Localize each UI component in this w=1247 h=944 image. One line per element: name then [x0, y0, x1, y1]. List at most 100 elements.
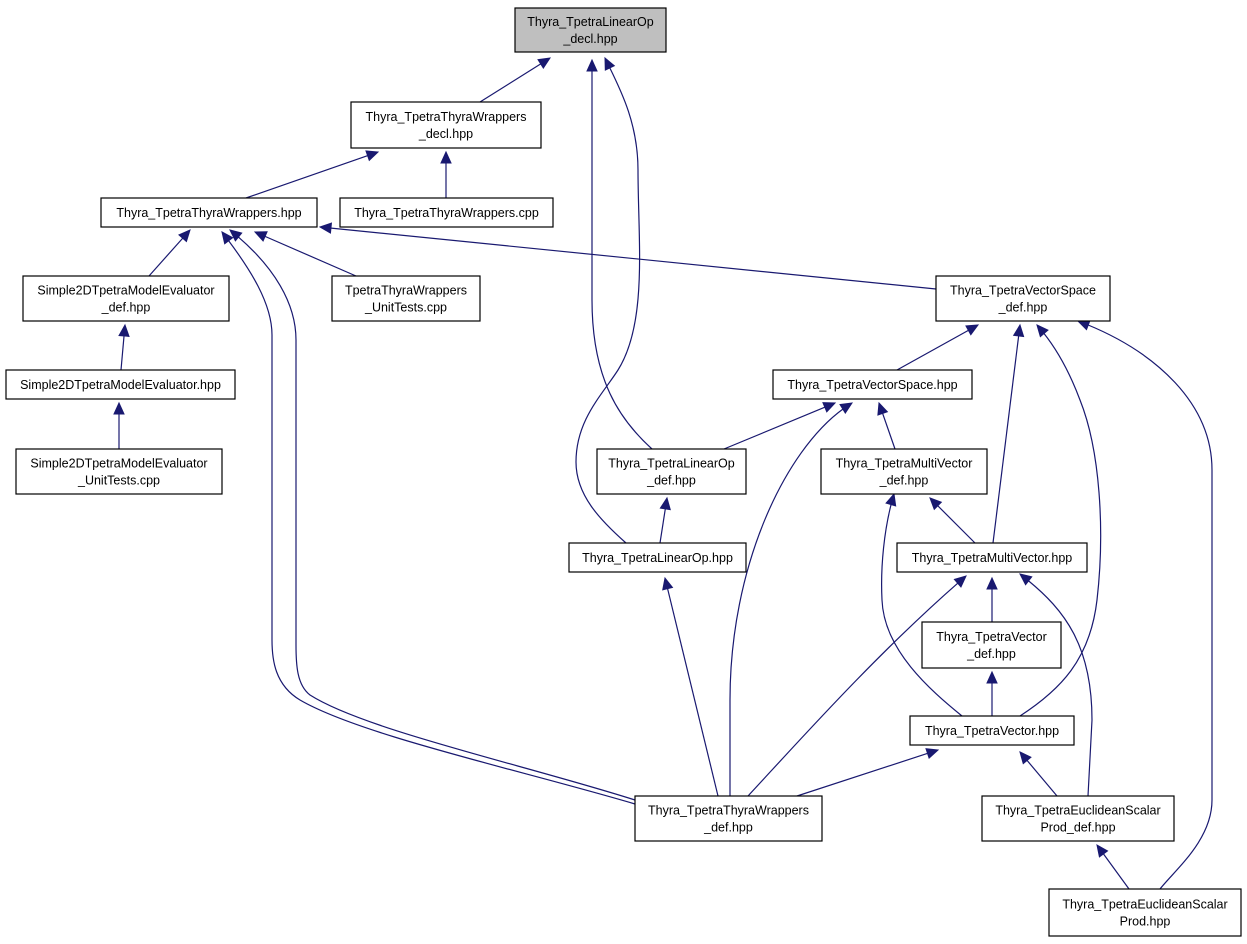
- node-linop-def[interactable]: Thyra_TpetraLinearOp _def.hpp: [596, 448, 747, 495]
- edge-line: [591, 60, 653, 450]
- edges-layer: [113, 56, 1213, 890]
- node-box[interactable]: [981, 795, 1175, 842]
- node-label: _def.hpp: [998, 301, 1048, 315]
- node-wrappers-unittests[interactable]: TpetraThyraWrappers_UnitTests.cpp: [331, 275, 481, 322]
- edge-simple2d_unittests-to-simple2d_hpp: [113, 401, 125, 449]
- arrowhead-icon: [986, 576, 998, 590]
- node-label: Thyra_TpetraThyraWrappers: [648, 804, 809, 818]
- edge-simple2d_def-to-wrappers_hpp: [148, 229, 191, 277]
- node-box[interactable]: [350, 101, 542, 149]
- arrowhead-icon: [885, 492, 897, 507]
- node-label: Thyra_TpetraEuclideanScalar: [1062, 898, 1227, 912]
- node-simple2d-unittests[interactable]: Simple2DTpetraModelEvaluator_UnitTests.c…: [15, 448, 223, 495]
- arrowhead-icon: [1019, 751, 1032, 765]
- edge-line: [664, 577, 719, 797]
- arrowhead-icon: [965, 324, 980, 336]
- edge-wrappers_unittests-to-wrappers_hpp: [253, 231, 357, 277]
- node-label: _def.hpp: [646, 474, 696, 488]
- arrowhead-icon: [662, 576, 674, 591]
- edge-multivector_def-to-vectorspace_hpp: [877, 401, 896, 450]
- node-box[interactable]: [22, 275, 230, 322]
- node-label: _def.hpp: [966, 647, 1016, 661]
- node-box[interactable]: [15, 448, 223, 495]
- node-box[interactable]: [896, 542, 1088, 573]
- arrowhead-icon: [178, 229, 191, 243]
- arrowhead-icon: [113, 401, 125, 415]
- node-simple2d-def[interactable]: Simple2DTpetraModelEvaluator _def.hpp: [22, 275, 230, 322]
- node-wrappers-def[interactable]: Thyra_TpetraThyraWrappers _def.hpp: [634, 795, 823, 842]
- edge-euclid_def-to-multivector_hpp: [1019, 573, 1093, 797]
- node-label: _def.hpp: [703, 821, 753, 835]
- node-linop-decl[interactable]: Thyra_TpetraLinearOp_decl.hpp: [514, 7, 667, 53]
- arrowhead-icon: [440, 150, 452, 164]
- node-label: Thyra_TpetraLinearOp: [608, 457, 735, 471]
- arrowhead-icon: [604, 56, 616, 71]
- arrowhead-icon: [1096, 844, 1109, 858]
- node-vectorspace-hpp[interactable]: Thyra_TpetraVectorSpace.hpp: [772, 369, 973, 400]
- node-box[interactable]: [921, 621, 1062, 669]
- node-box[interactable]: [772, 369, 973, 400]
- node-multivector-def[interactable]: Thyra_TpetraMultiVector_def.hpp: [820, 448, 988, 495]
- edge-linop_def-to-linop_decl: [586, 58, 653, 450]
- arrowhead-icon: [659, 496, 671, 511]
- edge-line: [881, 493, 963, 717]
- node-box[interactable]: [596, 448, 747, 495]
- arrowhead-icon: [118, 323, 130, 337]
- node-wrappers-cpp[interactable]: Thyra_TpetraThyraWrappers.cpp: [339, 197, 554, 228]
- node-simple2d-hpp[interactable]: Simple2DTpetraModelEvaluator.hpp: [5, 369, 236, 400]
- node-box[interactable]: [820, 448, 988, 495]
- edge-wrappers_hpp-to-wrappers_decl: [245, 150, 380, 199]
- edge-line: [1019, 573, 1093, 797]
- node-linop-hpp[interactable]: Thyra_TpetraLinearOp.hpp: [568, 542, 747, 573]
- node-vectorspace-def[interactable]: Thyra_TpetraVectorSpace_def.hpp: [935, 275, 1111, 322]
- node-label: _decl.hpp: [418, 127, 473, 141]
- node-box[interactable]: [514, 7, 667, 53]
- node-box[interactable]: [100, 197, 318, 228]
- node-box[interactable]: [935, 275, 1111, 322]
- arrowhead-icon: [1076, 319, 1091, 331]
- node-label: Thyra_TpetraLinearOp: [527, 15, 654, 29]
- node-box[interactable]: [331, 275, 481, 322]
- node-label: _UnitTests.cpp: [364, 301, 447, 315]
- arrowhead-icon: [839, 402, 854, 414]
- node-vector-hpp[interactable]: Thyra_TpetraVector.hpp: [909, 715, 1075, 746]
- edge-simple2d_hpp-to-simple2d_def: [118, 323, 130, 371]
- edge-wrappers_def-to-wrappers_hpp: [221, 231, 636, 805]
- node-wrappers-hpp[interactable]: Thyra_TpetraThyraWrappers.hpp: [100, 197, 318, 228]
- node-label: Simple2DTpetraModelEvaluator: [37, 284, 214, 298]
- edge-vector_hpp-to-vectorspace_def: [1019, 324, 1102, 717]
- node-label: _def.hpp: [101, 301, 151, 315]
- node-multivector-hpp[interactable]: Thyra_TpetraMultiVector.hpp: [896, 542, 1088, 573]
- node-box[interactable]: [909, 715, 1075, 746]
- edge-vector_hpp-to-multivector_def: [881, 492, 963, 717]
- edge-line: [575, 57, 641, 544]
- edge-wrappers_cpp-to-wrappers_decl: [440, 150, 452, 198]
- edge-euclid_hpp-to-vectorspace_def: [1076, 319, 1213, 890]
- arrowhead-icon: [822, 402, 837, 413]
- node-box[interactable]: [5, 369, 236, 400]
- edge-line: [796, 749, 939, 797]
- node-label: Thyra_TpetraEuclideanScalar: [995, 804, 1160, 818]
- node-wrappers-decl[interactable]: Thyra_TpetraThyraWrappers_decl.hpp: [350, 101, 542, 149]
- edge-line: [1096, 844, 1130, 890]
- arrowhead-icon: [365, 150, 380, 162]
- arrowhead-icon: [253, 231, 268, 242]
- node-box[interactable]: [568, 542, 747, 573]
- arrowhead-icon: [537, 57, 552, 70]
- node-label: _UnitTests.cpp: [77, 474, 160, 488]
- node-label: Prod.hpp: [1120, 915, 1171, 929]
- nodes-layer: Thyra_TpetraLinearOp_decl.hppThyra_Tpetr…: [5, 7, 1242, 937]
- node-box[interactable]: [634, 795, 823, 842]
- node-label: _def.hpp: [879, 474, 929, 488]
- edge-vectorspace_def-to-wrappers_hpp: [318, 222, 937, 290]
- edge-line: [1019, 324, 1102, 717]
- node-label: Prod_def.hpp: [1040, 821, 1115, 835]
- node-box[interactable]: [339, 197, 554, 228]
- edge-linop_hpp-to-linop_decl: [575, 56, 641, 544]
- node-vector-def[interactable]: Thyra_TpetraVector_def.hpp: [921, 621, 1062, 669]
- node-box[interactable]: [1048, 888, 1242, 937]
- edge-line: [221, 231, 636, 805]
